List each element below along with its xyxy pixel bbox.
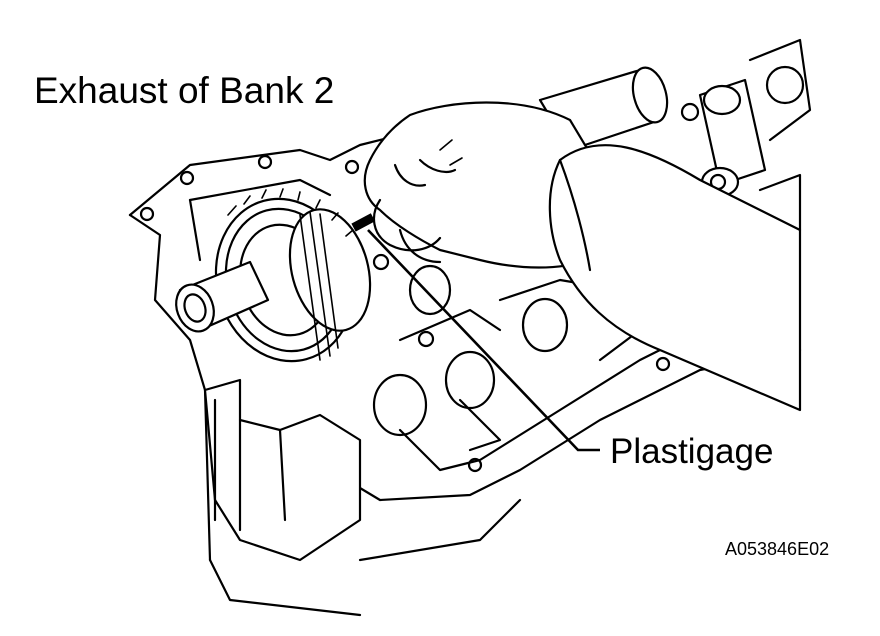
camshaft-gear: [214, 188, 372, 363]
plastigage-strip: [351, 213, 376, 232]
bearing-cap: [203, 378, 362, 562]
callout-leader-line: [367, 229, 600, 452]
figure-title: Exhaust of Bank 2: [34, 70, 335, 111]
camshaft-journal: [175, 260, 270, 333]
figure-id: A053846E02: [725, 539, 830, 559]
plastigage-callout-label: Plastigage: [610, 432, 774, 471]
hand: [363, 101, 802, 412]
cylinder-head: [128, 128, 802, 617]
